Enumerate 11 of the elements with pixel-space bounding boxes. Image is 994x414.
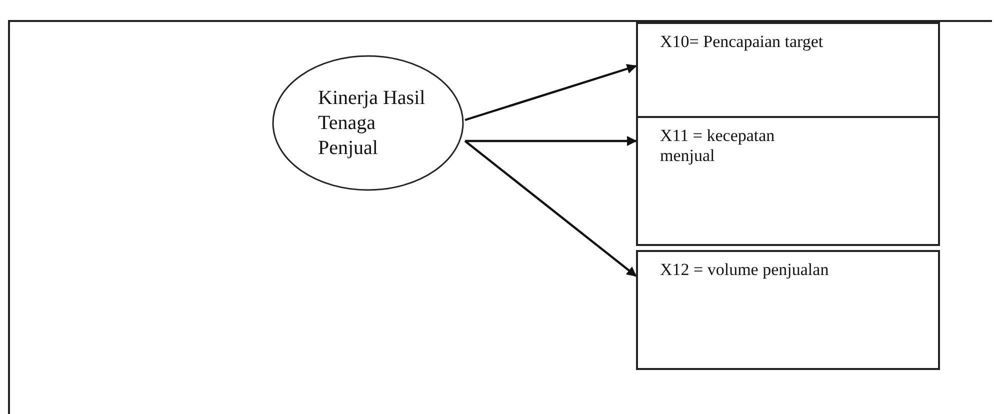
arrow — [464, 140, 637, 277]
indicator-box — [636, 250, 940, 370]
indicator-box — [636, 116, 940, 246]
indicator-label: X12 = volume penjualan — [660, 260, 830, 280]
indicator-label: X10= Pencapaian target — [660, 32, 824, 52]
construct-label: Kinerja Hasil Tenaga Penjual — [318, 86, 426, 160]
construct-ellipse — [272, 55, 464, 191]
indicator-box — [636, 22, 940, 118]
indicator-label: X11 = kecepatan menjual — [660, 126, 776, 166]
arrow — [465, 136, 637, 146]
arrow — [464, 64, 637, 122]
